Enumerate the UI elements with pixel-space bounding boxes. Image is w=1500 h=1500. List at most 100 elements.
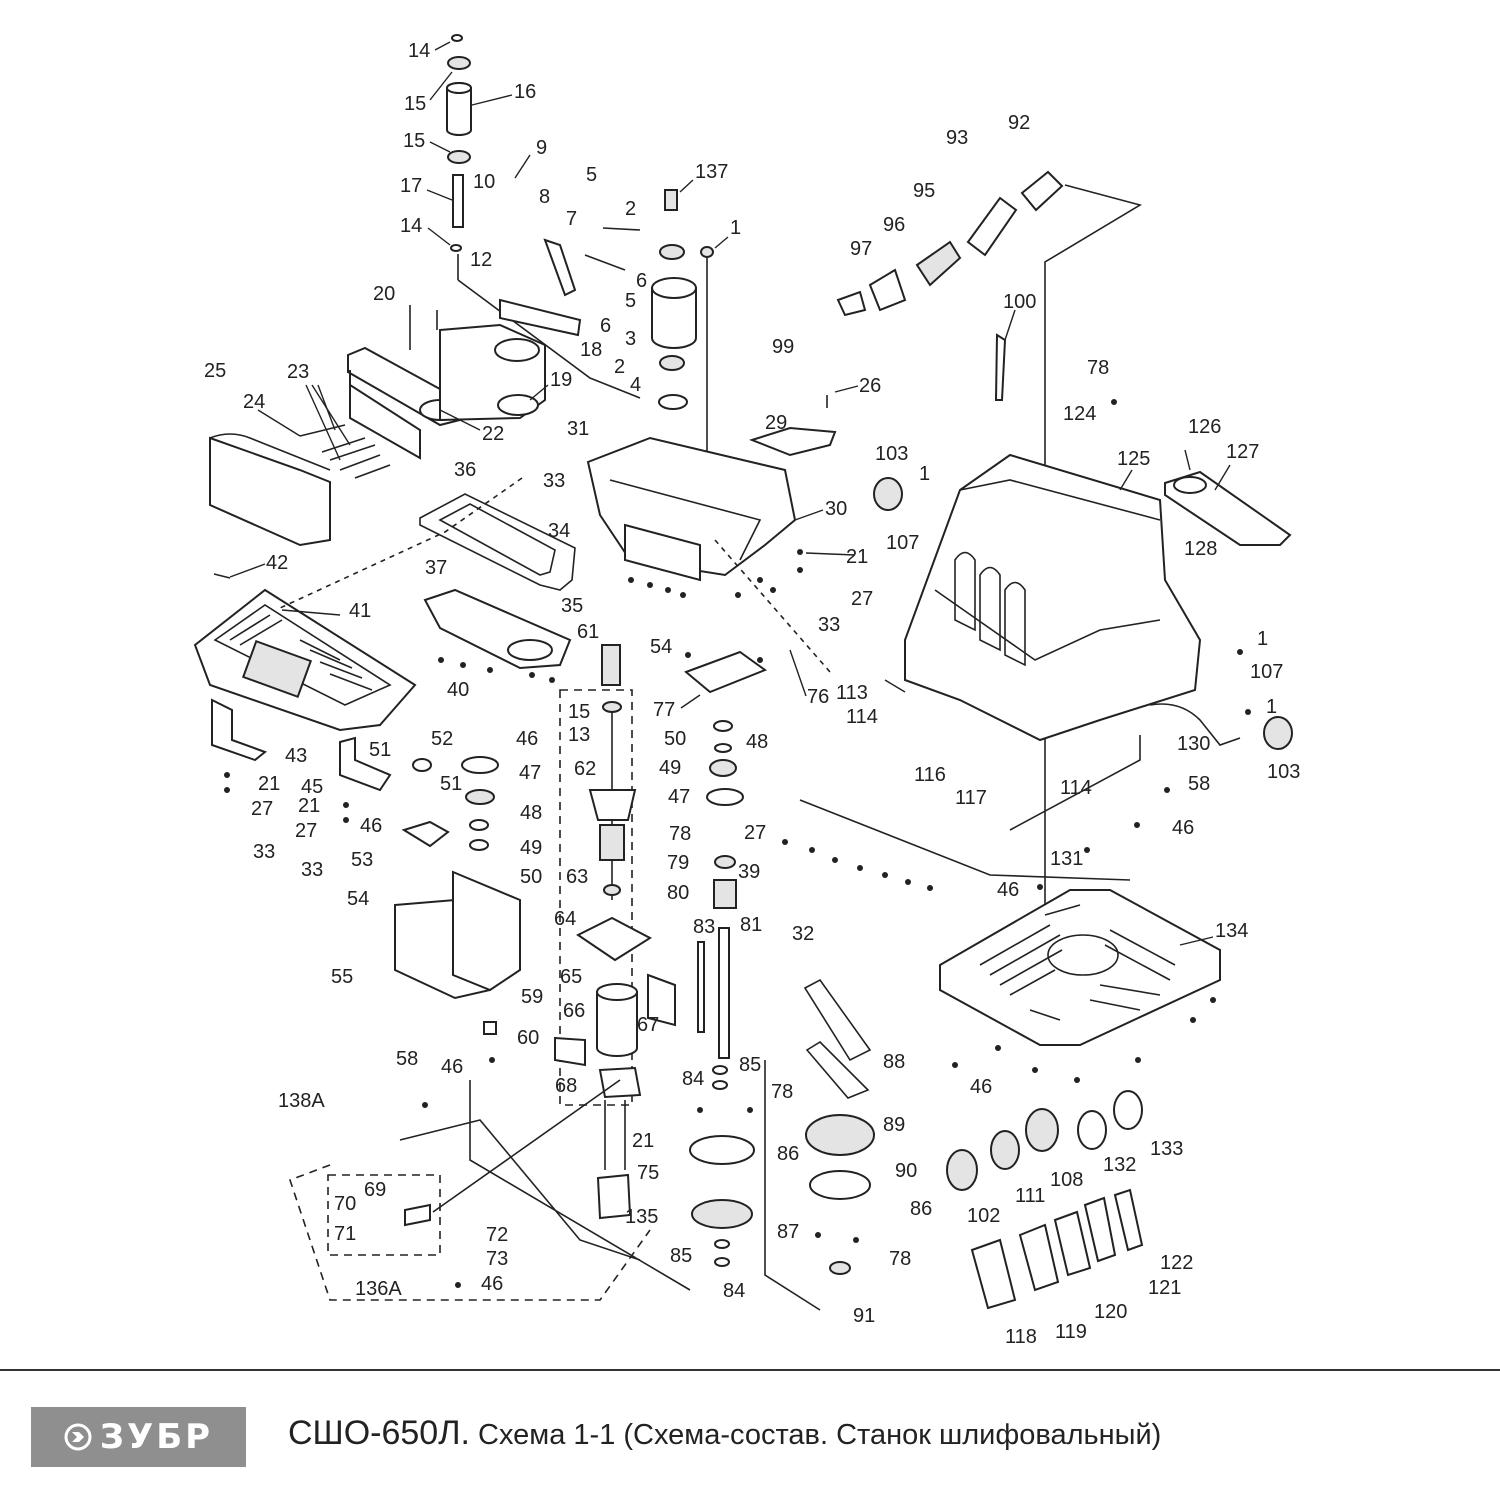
part-label: 47: [668, 786, 690, 808]
part-label: 5: [586, 164, 597, 186]
part-label: 32: [792, 923, 814, 945]
part-label: 40: [447, 679, 469, 701]
part-label: 132: [1103, 1154, 1136, 1176]
part-label: 71: [334, 1223, 356, 1245]
part-label: 131: [1050, 848, 1083, 870]
part-label: 22: [482, 423, 504, 445]
part-label: 17: [400, 175, 422, 197]
part-label: 23: [287, 361, 309, 383]
part-label: 42: [266, 552, 288, 574]
part-label: 78: [669, 823, 691, 845]
part-label: 86: [910, 1198, 932, 1220]
part-label: 83: [693, 916, 715, 938]
part-label: 60: [517, 1027, 539, 1049]
part-label: 31: [567, 418, 589, 440]
part-label: 46: [441, 1056, 463, 1078]
part-label: 107: [886, 532, 919, 554]
part-label: 49: [659, 757, 681, 779]
part-label: 27: [744, 822, 766, 844]
part-label: 2: [625, 198, 636, 220]
part-label: 84: [723, 1280, 745, 1302]
part-label: 88: [883, 1051, 905, 1073]
part-label: 48: [746, 731, 768, 753]
part-label: 46: [1172, 817, 1194, 839]
part-label: 1: [1257, 628, 1268, 650]
part-label: 1: [1266, 696, 1277, 718]
part-label: 100: [1003, 291, 1036, 313]
part-label: 27: [251, 798, 273, 820]
exploded-parts-diagram: 14 15 16 15 17 14 10 9 12 8 5 7 2 137 1 …: [193, 34, 1300, 1348]
part-label: 9: [536, 137, 547, 159]
electrical-box: [288, 1079, 651, 1301]
part-label: 65: [560, 966, 582, 988]
part-label: 64: [554, 908, 576, 930]
part-label: 95: [913, 180, 935, 202]
part-label: 87: [777, 1221, 799, 1243]
part-label: 133: [1150, 1138, 1183, 1160]
assembly-lines: [279, 477, 1131, 1311]
part-label: 80: [667, 882, 689, 904]
part-label: 96: [883, 214, 905, 236]
part-label: 21: [632, 1130, 654, 1152]
part-label: 27: [851, 588, 873, 610]
part-label: 33: [818, 614, 840, 636]
part-label: 21: [846, 546, 868, 568]
part-label: 61: [577, 621, 599, 643]
part-label: 3: [625, 328, 636, 350]
part-label: 12: [470, 249, 492, 271]
arrow-logo-icon: [64, 1423, 92, 1451]
part-label: 47: [519, 762, 541, 784]
part-label: 136A: [355, 1278, 402, 1300]
part-label: 30: [825, 498, 847, 520]
dust-tray-41: [193, 573, 417, 732]
part-label: 6: [636, 270, 647, 292]
belts-and-pulleys: [803, 978, 875, 1275]
model-name: СШО-650Л.: [288, 1414, 470, 1452]
part-label: 50: [520, 866, 542, 888]
part-label: 24: [243, 391, 265, 413]
part-label: 78: [771, 1081, 793, 1103]
part-label: 93: [946, 127, 968, 149]
part-label: 124: [1063, 403, 1096, 425]
part-label: 29: [765, 412, 787, 434]
part-label: 113: [836, 682, 868, 704]
part-label: 114: [846, 706, 878, 728]
part-label: 79: [667, 852, 689, 874]
part-label: 58: [1188, 773, 1210, 795]
part-label: 116: [914, 764, 946, 786]
screws: [224, 399, 1251, 1288]
part-label: 33: [301, 859, 323, 881]
part-label: 41: [349, 600, 371, 622]
part-label: 52: [431, 728, 453, 750]
part-label: 121: [1148, 1277, 1181, 1299]
part-label: 16: [514, 81, 536, 103]
part-label: 35: [561, 595, 583, 617]
part-label: 33: [253, 841, 275, 863]
part-label: 102: [967, 1205, 1000, 1227]
table-top-30: [586, 395, 837, 582]
part-label: 120: [1094, 1301, 1127, 1323]
part-label: 53: [351, 849, 373, 871]
main-housing-125: [873, 453, 1293, 831]
part-label: 45: [301, 776, 323, 798]
part-label: 49: [520, 837, 542, 859]
part-label: 89: [883, 1114, 905, 1136]
part-label: 14: [408, 40, 430, 62]
part-label: 118: [1005, 1326, 1037, 1348]
zubr-logo: ЗУБР: [31, 1407, 246, 1467]
diagram-svg: 14 15 16 15 17 14 10 9 12 8 5 7 2 137 1 …: [193, 34, 1300, 1348]
part-label: 46: [481, 1273, 503, 1295]
part-label: 85: [739, 1054, 761, 1076]
part-label: 50: [664, 728, 686, 750]
part-label: 39: [738, 861, 760, 883]
part-label: 48: [520, 802, 542, 824]
logo-text: ЗУБР: [99, 1417, 214, 1457]
bottom-plate-134: [939, 889, 1221, 1046]
part-label: 128: [1184, 538, 1217, 560]
part-label: 78: [889, 1248, 911, 1270]
part-label: 86: [777, 1143, 799, 1165]
part-label: 81: [740, 914, 762, 936]
part-label: 130: [1177, 733, 1210, 755]
footer-divider: [0, 1369, 1500, 1371]
part-label: 4: [630, 374, 641, 396]
